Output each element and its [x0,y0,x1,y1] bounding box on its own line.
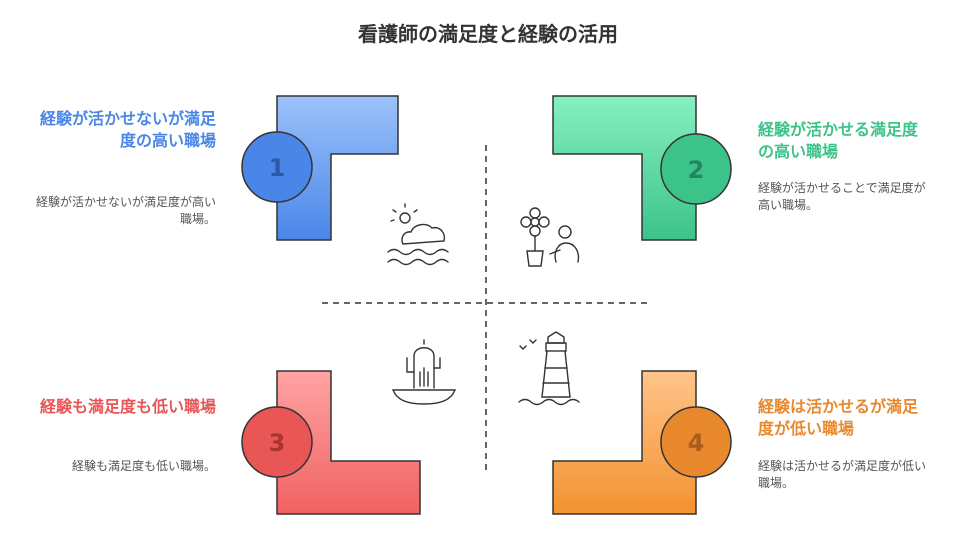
quadrant-3-title: 経験も満足度も低い職場 [40,397,217,416]
quadrant-4-number: 4 [688,429,705,457]
quadrant-2-number: 2 [688,156,705,184]
quadrant-1-number: 1 [269,154,286,182]
quadrant-2-title: 経験が活かせる満足度の高い職場 [758,120,919,161]
quadrant-3-description: 経験も満足度も低い職場。 [71,459,216,473]
diagram-title: 看護師の満足度と経験の活用 [358,22,618,46]
quadrant-2-description: 経験が活かせることで満足度が高い職場。 [758,181,926,212]
quadrant-2-badge [660,133,732,205]
quadrant-4-shape: 4 [552,370,732,515]
quadrant-1-description: 経験が活かせないが満足度が高い職場。 [35,195,216,226]
lighthouse-icon [518,331,580,406]
quadrant-4-title: 経験は活かせるが満足度が低い職場 [758,397,919,438]
cactus-icon [391,339,457,405]
quadrant-2-shape: 2 [552,95,732,241]
quadrant-4-description: 経験は活かせるが満足度が低い職場。 [758,459,927,490]
quadrant-1-title: 経験が活かせないが満足度の高い職場 [40,109,217,150]
quadrant-3-shape: 3 [241,370,421,515]
sun-cloud-waves-icon [387,203,449,266]
quadrant-1-shape: 1 [241,95,399,241]
quadrant-1-badge [241,131,313,203]
person-flower-icon [520,207,580,267]
quadrant-3-number: 3 [269,429,286,457]
quadrant-4-badge [660,406,732,478]
quadrant-3-badge [241,406,313,478]
